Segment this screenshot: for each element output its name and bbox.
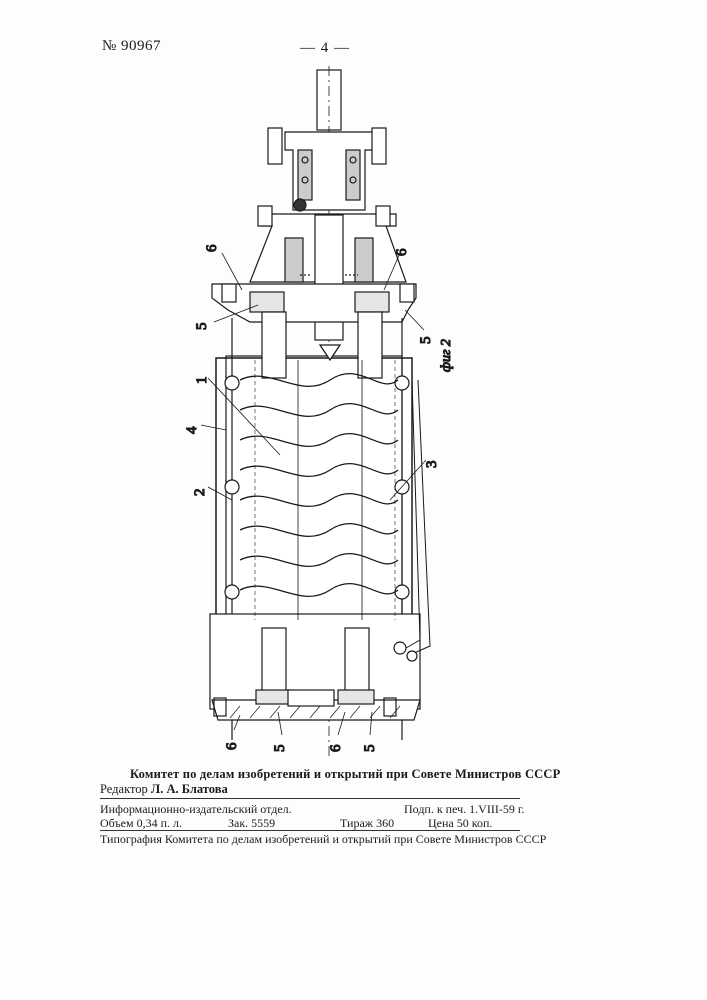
screw-pump-drawing: 6 6 5 5 1 4 2 3 6 5 6 5 фиг 2 (150, 60, 490, 765)
print-run: Тираж 360 (340, 816, 394, 831)
signed-date: Подп. к печ. 1.VIII-59 г. (404, 802, 524, 817)
label-5-bottom-right: 5 (362, 745, 378, 753)
patent-number: № 90967 (102, 38, 161, 55)
committee-line: Комитет по делам изобретений и открытий … (130, 767, 560, 782)
printing-house: Типография Комитета по делам изобретений… (100, 832, 546, 847)
top-flange (212, 284, 416, 322)
label-2: 2 (192, 489, 208, 497)
volume: Объем 0,34 п. л. (100, 816, 182, 831)
label-5-top-right: 5 (418, 337, 434, 345)
label-6-top-right: 6 (394, 248, 410, 256)
editor-line: Редактор Л. А. Блатова (100, 782, 228, 797)
bearing-housing (268, 128, 386, 211)
divider-top (100, 798, 520, 799)
label-6-bottom-left: 6 (224, 742, 240, 750)
editor-name: Л. А. Блатова (151, 782, 228, 796)
editor-prefix: Редактор (100, 782, 148, 796)
publisher: Информационно-издательский отдел. (100, 802, 292, 817)
divider-bottom (100, 830, 520, 831)
label-1: 1 (194, 377, 210, 385)
order-number: Зак. 5559 (228, 816, 275, 831)
label-3: 3 (424, 461, 440, 469)
label-6-bottom-mid: 6 (328, 744, 344, 752)
label-4: 4 (184, 426, 200, 434)
price: Цена 50 коп. (428, 816, 492, 831)
label-6-top-left: 6 (204, 244, 220, 252)
label-5-top-left: 5 (194, 323, 210, 331)
figure-caption: фиг 2 (439, 339, 454, 372)
label-5-bottom-left: 5 (272, 745, 288, 753)
page-number: — 4 — (300, 40, 350, 57)
